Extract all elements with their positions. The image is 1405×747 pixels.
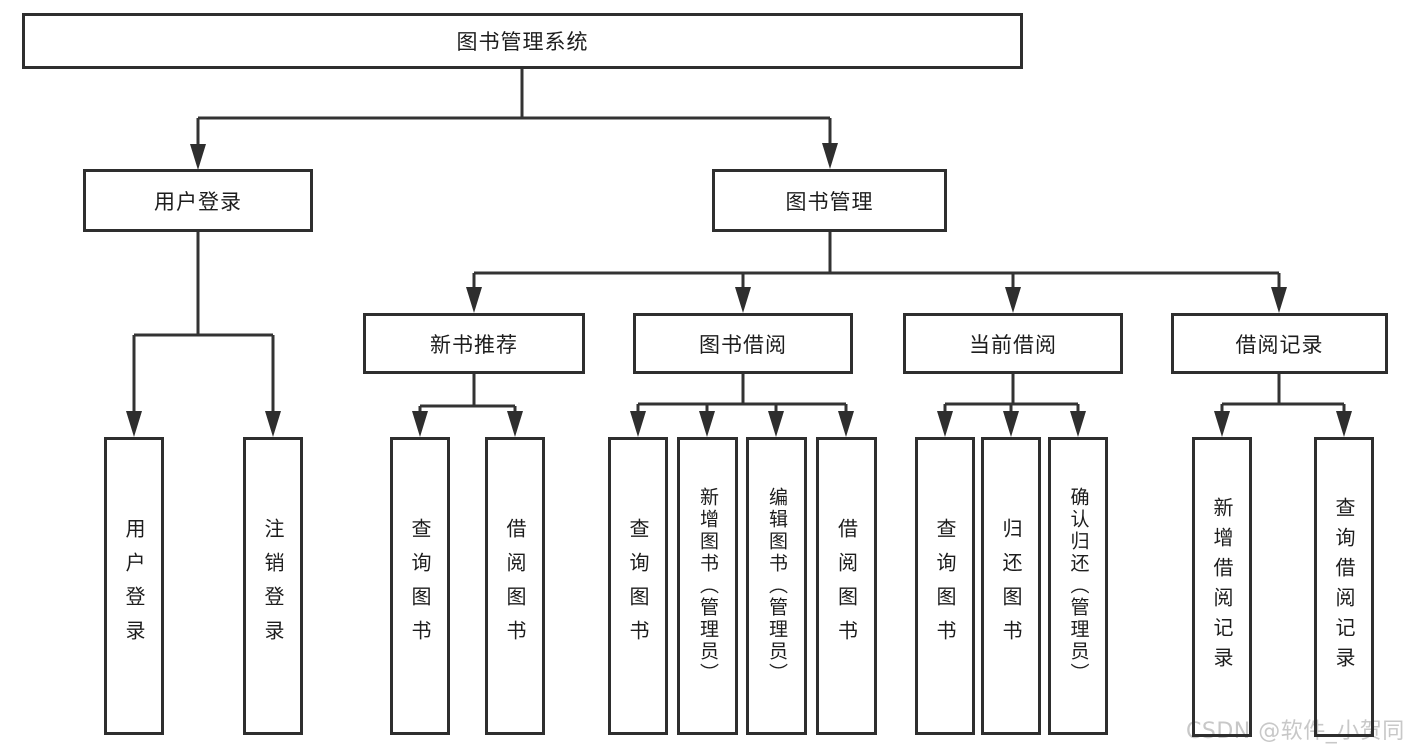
node-label: 当前借阅 bbox=[969, 332, 1057, 357]
leaf-label: 注销登录 bbox=[261, 518, 285, 654]
leaf-current-return-books: 归还图书 bbox=[981, 437, 1041, 735]
node-user-login: 用户登录 bbox=[83, 169, 313, 232]
node-current-borrowing: 当前借阅 bbox=[903, 313, 1123, 374]
leaf-user-login: 用户登录 bbox=[104, 437, 164, 735]
node-label: 图书借阅 bbox=[699, 332, 787, 357]
leaf-label: 查询图书 bbox=[626, 518, 650, 654]
node-label: 图书管理 bbox=[785, 189, 874, 214]
csdn-watermark: CSDN @软件_小贺同学 bbox=[1186, 719, 1405, 744]
node-new-book-recommendation: 新书推荐 bbox=[363, 313, 585, 374]
node-book-management: 图书管理 bbox=[712, 169, 947, 232]
leaf-borrow-add-books-admin: 新增图书（管理员） bbox=[677, 437, 738, 735]
node-borrow-records: 借阅记录 bbox=[1171, 313, 1388, 374]
node-label: 图书管理系统 bbox=[456, 30, 589, 54]
leaf-borrow-borrow-books: 借阅图书 bbox=[816, 437, 877, 735]
leaf-label: 借阅图书 bbox=[503, 518, 527, 654]
leaf-records-add-borrow-record: 新增借阅记录 bbox=[1192, 437, 1252, 737]
node-book-borrowing: 图书借阅 bbox=[633, 313, 853, 374]
leaf-label: 确认归还（管理员） bbox=[1067, 487, 1090, 685]
leaf-label: 查询借阅记录 bbox=[1332, 497, 1356, 677]
leaf-label: 归还图书 bbox=[999, 518, 1023, 654]
node-label: 借阅记录 bbox=[1235, 332, 1324, 357]
leaf-label: 新增图书（管理员） bbox=[697, 487, 719, 685]
leaf-logout: 注销登录 bbox=[243, 437, 303, 735]
leaf-label: 编辑图书（管理员） bbox=[766, 487, 788, 685]
leaf-borrow-query-books: 查询图书 bbox=[608, 437, 668, 735]
leaf-label: 新增借阅记录 bbox=[1210, 497, 1234, 677]
node-label: 用户登录 bbox=[154, 189, 242, 214]
leaf-current-query-books: 查询图书 bbox=[915, 437, 975, 735]
leaf-label: 借阅图书 bbox=[834, 518, 859, 654]
leaf-label: 查询图书 bbox=[933, 518, 957, 654]
leaf-label: 用户登录 bbox=[122, 518, 146, 654]
leaf-borrow-edit-books-admin: 编辑图书（管理员） bbox=[746, 437, 807, 735]
leaf-newbook-borrow-books: 借阅图书 bbox=[485, 437, 545, 735]
leaf-label: 查询图书 bbox=[408, 518, 432, 654]
leaf-current-confirm-return-admin: 确认归还（管理员） bbox=[1048, 437, 1108, 735]
node-library-management-system: 图书管理系统 bbox=[22, 13, 1023, 69]
leaf-records-query-borrow-record: 查询借阅记录 bbox=[1314, 437, 1374, 737]
node-label: 新书推荐 bbox=[430, 332, 518, 357]
leaf-newbook-query-books: 查询图书 bbox=[390, 437, 450, 735]
